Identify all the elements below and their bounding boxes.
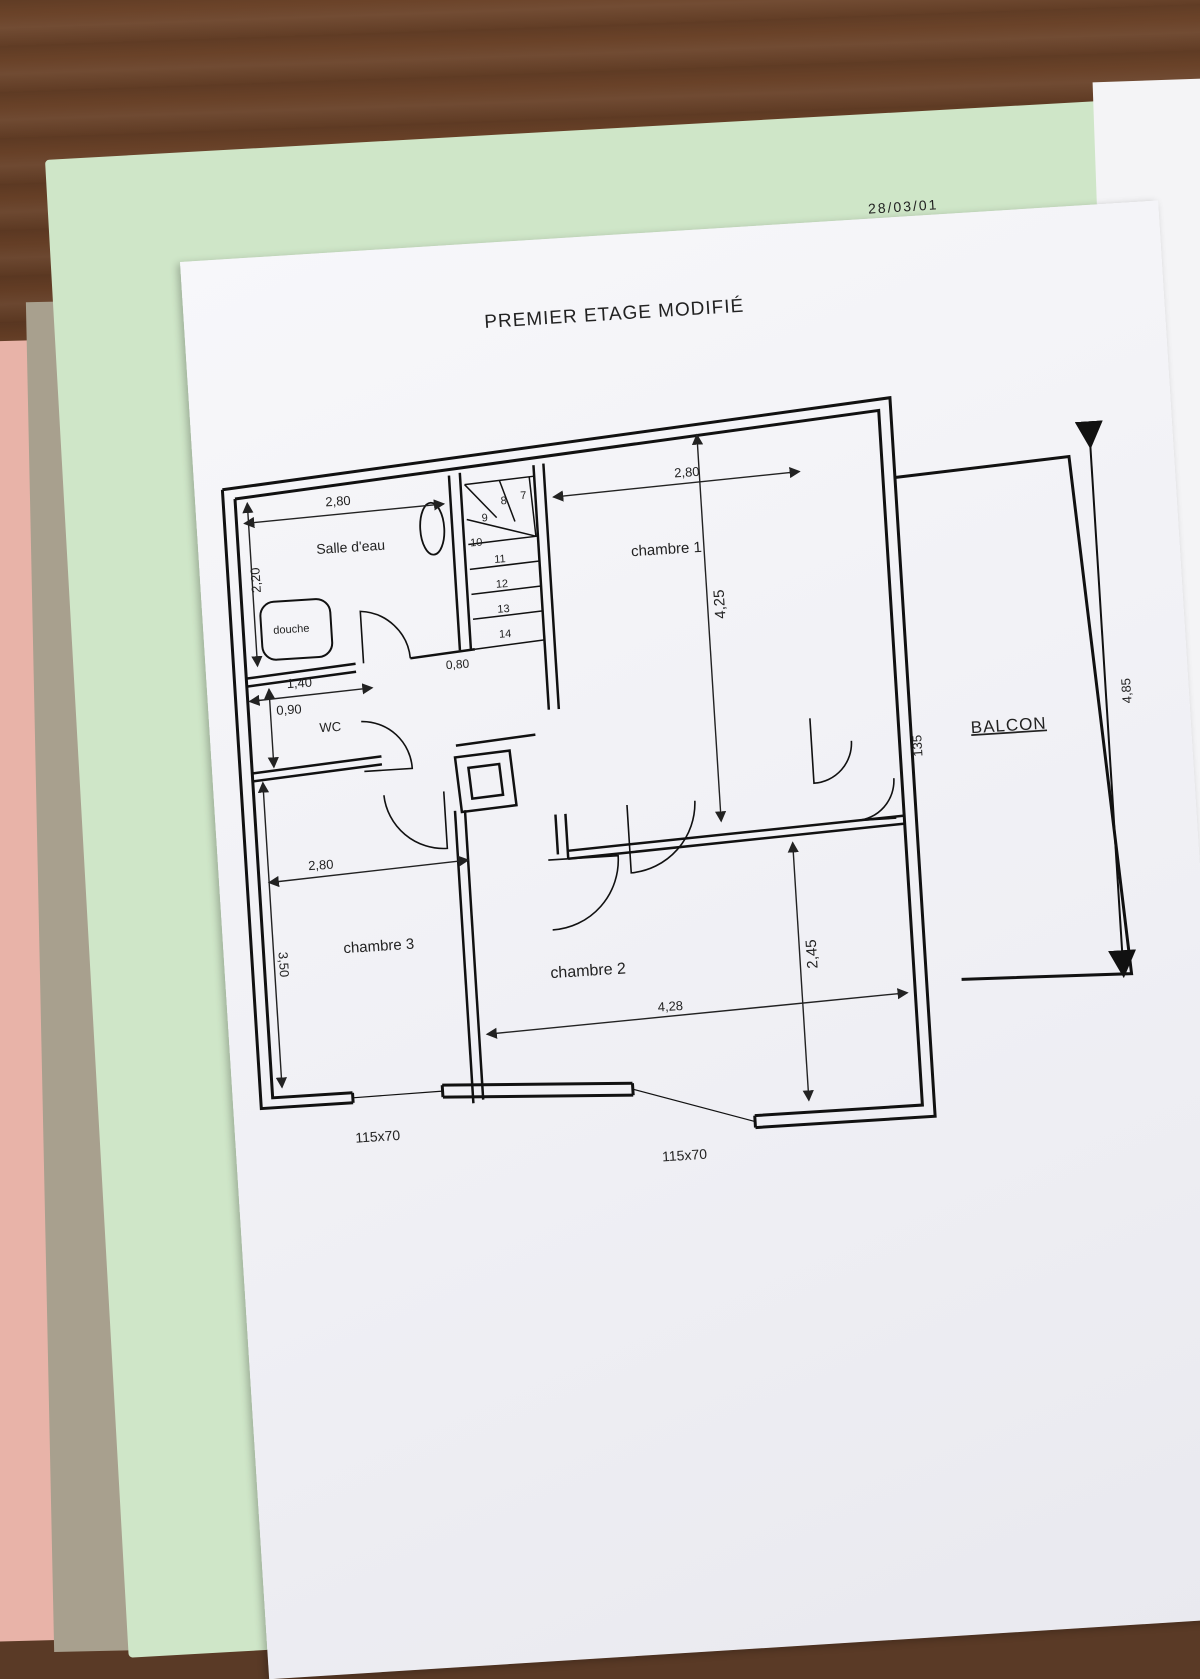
floor-plan-drawing: 28/03/01 PREMIER ETAGE MODIFIÉ — [220, 196, 1137, 1165]
label-chambre-2: chambre 2 — [550, 960, 627, 982]
stair-step: 14 — [499, 628, 512, 641]
dim-chambre3-width: 2,80 — [308, 857, 334, 874]
dim-wc-height: 0,90 — [276, 701, 302, 718]
label-chambre-1: chambre 1 — [631, 539, 703, 560]
label-wc: WC — [319, 719, 342, 735]
staircase — [463, 475, 545, 650]
dim-salle-height: 2,20 — [247, 567, 264, 593]
dim-balcon-height: 4,85 — [1118, 678, 1135, 704]
room-labels: Salle d'eau douche WC chambre 1 chambre … — [273, 537, 1047, 982]
balcony-height-arrow — [1074, 420, 1137, 979]
window-openings — [352, 1088, 756, 1123]
dim-window-left: 115x70 — [355, 1127, 401, 1146]
dimension-lines — [242, 433, 909, 1102]
stair-step: 8 — [500, 495, 507, 507]
label-chambre-3: chambre 3 — [343, 936, 415, 957]
stair-step: 11 — [494, 553, 506, 566]
outer-walls — [220, 395, 937, 1130]
label-salle-deau: Salle d'eau — [316, 537, 386, 557]
stair-numbers: 7 8 9 10 11 12 13 14 — [470, 490, 527, 641]
label-douche: douche — [273, 623, 310, 637]
dim-wc-width: 1,40 — [286, 675, 312, 692]
plan-date: 28/03/01 — [868, 196, 939, 216]
dim-window-right: 115x70 — [662, 1146, 708, 1165]
washbasin — [419, 501, 446, 556]
label-balcon: BALCON — [970, 714, 1047, 738]
dim-chambre1-height: 4,25 — [711, 589, 730, 619]
dim-landing-opening: 0,80 — [445, 657, 470, 672]
dim-salle-width: 2,80 — [325, 493, 351, 510]
stair-step: 13 — [497, 603, 510, 616]
stair-step: 7 — [520, 490, 527, 502]
dim-chambre2-width: 4,28 — [657, 998, 683, 1015]
floor-plan-sheet: 28/03/01 PREMIER ETAGE MODIFIÉ — [180, 196, 1200, 1679]
dim-chambre1-width: 2,80 — [674, 464, 700, 481]
interior-walls — [246, 463, 905, 1104]
dimension-values: 2,80 2,20 1,40 0,90 0,80 2,80 4,25 2,80 … — [247, 464, 1135, 1165]
door-swings — [359, 610, 897, 931]
stair-step: 12 — [496, 578, 509, 591]
dim-chambre3-height: 3,50 — [276, 951, 293, 977]
stair-step: 9 — [481, 512, 488, 524]
plan-title: PREMIER ETAGE MODIFIÉ — [484, 296, 745, 333]
stair-step: 10 — [470, 537, 483, 550]
dim-balcon-door: 135 — [909, 735, 925, 758]
dim-chambre2-height: 2,45 — [803, 939, 822, 969]
